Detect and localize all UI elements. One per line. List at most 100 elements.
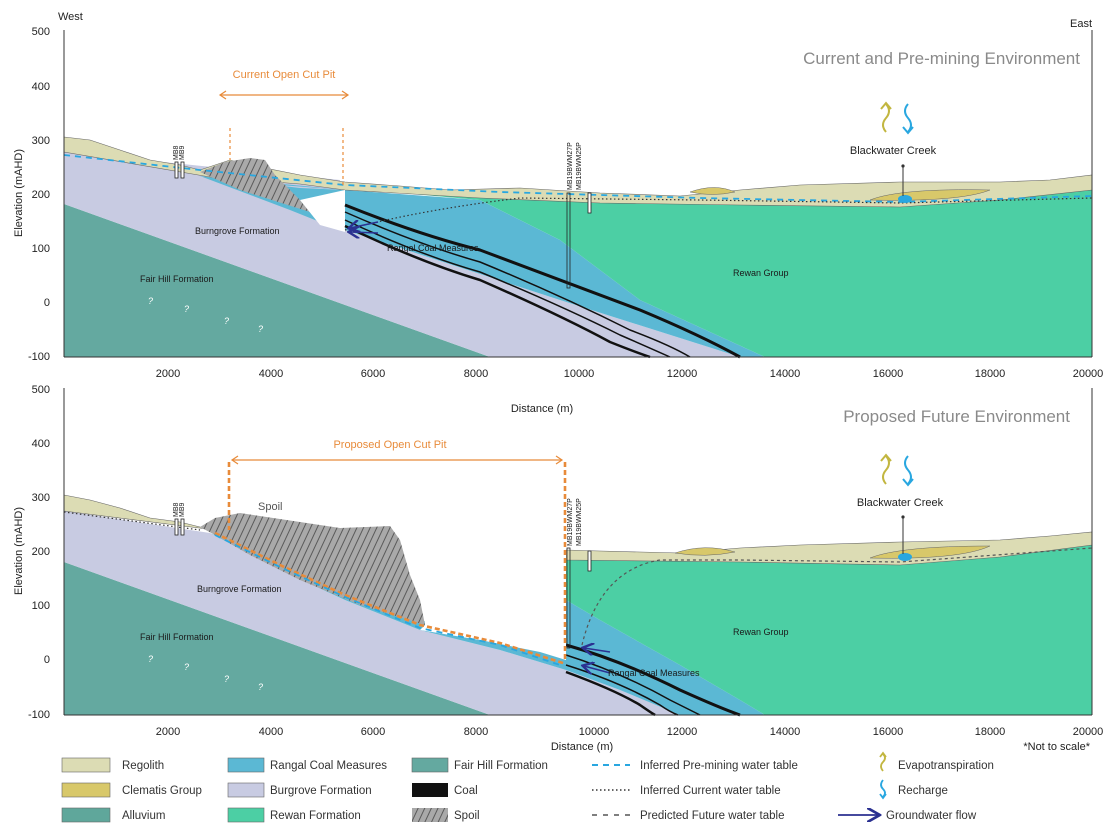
bottom-evapotranspiration-icon bbox=[880, 453, 892, 485]
bottom-label-fairhill: Fair Hill Formation bbox=[140, 632, 214, 642]
bottom-spoil-label: Spoil bbox=[258, 501, 282, 513]
top-x-tick-16000: 16000 bbox=[873, 368, 904, 380]
top-y-axis-label: Elevation (mAHD) bbox=[13, 149, 25, 237]
top-spoil-heap bbox=[200, 158, 310, 212]
top-rewan-layer bbox=[345, 188, 1092, 357]
bottom-question-mark-2: ? bbox=[184, 662, 189, 672]
west-label: West bbox=[58, 11, 83, 23]
bottom-x-tick-14000: 14000 bbox=[770, 726, 801, 738]
bottom-y-tick-500: 500 bbox=[32, 384, 50, 396]
top-creek-label: Blackwater Creek bbox=[850, 145, 937, 157]
bottom-rewan-layer bbox=[566, 545, 1092, 715]
bottom-creek-pointer-dot bbox=[901, 515, 905, 519]
bottom-bore-mb19bwm25p bbox=[587, 550, 592, 572]
top-y-tick-500: 500 bbox=[32, 26, 50, 38]
legend-label-spoil: Spoil bbox=[454, 810, 480, 822]
bottom-x-tick-10000: 10000 bbox=[579, 726, 610, 738]
top-bore-label-mb19bwm25p: MB19BWM25P bbox=[576, 142, 583, 190]
top-bore-label-mb19bwm27p: MB19BWM27P bbox=[567, 142, 574, 190]
bottom-pit-extent-arrows bbox=[230, 455, 564, 465]
top-question-mark-1: ? bbox=[148, 296, 153, 306]
top-creek-pointer-dot bbox=[901, 164, 905, 168]
bottom-bore-label-mb9: MB9 bbox=[179, 503, 186, 518]
bottom-creek-label: Blackwater Creek bbox=[857, 497, 944, 509]
top-label-burngrove: Burngrove Formation bbox=[195, 226, 280, 236]
top-coal-seams bbox=[344, 203, 741, 359]
top-question-mark-3: ? bbox=[224, 316, 229, 326]
top-x-tick-8000: 8000 bbox=[464, 368, 488, 380]
legend-label-future-wt: Predicted Future water table bbox=[640, 810, 784, 822]
top-y-tick-100: 100 bbox=[32, 243, 50, 255]
top-y-ticks: 500 400 300 200 100 0 -100 bbox=[28, 26, 50, 363]
top-premining-water-table bbox=[63, 154, 1093, 203]
legend-label-rewan: Rewan Formation bbox=[270, 810, 361, 822]
top-x-tick-18000: 18000 bbox=[975, 368, 1006, 380]
top-bore-mb19bwm25p bbox=[587, 192, 592, 214]
top-x-tick-12000: 12000 bbox=[667, 368, 698, 380]
bottom-x-ticks: 2000 4000 6000 8000 10000 12000 14000 16… bbox=[156, 726, 1104, 738]
legend: Regolith Clematis Group Alluvium Rangal … bbox=[61, 751, 994, 823]
bottom-open-pit bbox=[420, 550, 566, 660]
bottom-clematis-lens-1 bbox=[674, 547, 736, 556]
bottom-x-tick-20000: 20000 bbox=[1073, 726, 1104, 738]
top-label-rewan: Rewan Group bbox=[733, 268, 789, 278]
legend-swatch-rewan bbox=[227, 807, 265, 823]
bottom-groundwater-arrow-1 bbox=[584, 648, 611, 652]
legend-swatch-rangal bbox=[227, 757, 265, 773]
top-x-tick-14000: 14000 bbox=[770, 368, 801, 380]
bottom-predicted-water-table-east bbox=[581, 547, 1093, 646]
bottom-bore-label-mb19bwm25p: MB19BWM25P bbox=[576, 498, 583, 546]
top-x-tick-10000: 10000 bbox=[564, 368, 595, 380]
bottom-future-water-table bbox=[214, 531, 567, 666]
bottom-label-rewan: Rewan Group bbox=[733, 627, 789, 637]
bottom-y-tick-neg100: -100 bbox=[28, 709, 50, 721]
top-open-pit bbox=[300, 190, 345, 232]
bottom-premining-water-table bbox=[214, 534, 561, 666]
bottom-bore-mb8 bbox=[174, 518, 179, 536]
top-label-fairhill: Fair Hill Formation bbox=[140, 274, 214, 284]
bottom-spoil-heap bbox=[200, 513, 425, 625]
bottom-panel: Blackwater Creek MB8 MB9 MB19BWM27P MB19… bbox=[13, 384, 1103, 753]
bottom-pit-label: Proposed Open Cut Pit bbox=[333, 439, 446, 451]
bottom-question-mark-4: ? bbox=[258, 682, 263, 692]
bottom-y-tick-400: 400 bbox=[32, 438, 50, 450]
top-panel: Blackwater Creek MB8 MB9 MB19BWM27P MB19… bbox=[13, 11, 1103, 415]
legend-swatch-spoil bbox=[412, 808, 448, 822]
top-y-tick-neg100: -100 bbox=[28, 351, 50, 363]
bottom-recharge-icon bbox=[902, 455, 914, 487]
bottom-x-tick-2000: 2000 bbox=[156, 726, 180, 738]
top-evapotranspiration-icon bbox=[880, 101, 892, 133]
bottom-pit-void-upper bbox=[400, 530, 566, 575]
top-y-tick-400: 400 bbox=[32, 81, 50, 93]
legend-swatch-regolith bbox=[61, 757, 111, 773]
bottom-creek-water bbox=[898, 553, 912, 561]
top-x-tick-20000: 20000 bbox=[1073, 368, 1104, 380]
top-bore-mb9 bbox=[180, 161, 185, 179]
top-x-tick-2000: 2000 bbox=[156, 368, 180, 380]
bottom-x-tick-16000: 16000 bbox=[873, 726, 904, 738]
legend-label-alluvium: Alluvium bbox=[122, 810, 165, 822]
top-pit-extent-arrows bbox=[218, 90, 350, 100]
bottom-y-tick-200: 200 bbox=[32, 546, 50, 558]
bottom-rangal-layer bbox=[210, 533, 765, 715]
top-regolith-layer bbox=[63, 136, 1093, 208]
top-groundwater-arrow-2 bbox=[350, 232, 379, 233]
bottom-y-axis-label: Elevation (mAHD) bbox=[13, 507, 25, 595]
legend-label-evapo: Evapotranspiration bbox=[898, 760, 994, 772]
legend-swatch-clematis bbox=[61, 782, 111, 798]
top-question-mark-2: ? bbox=[184, 304, 189, 314]
bottom-bore-label-mb8: MB8 bbox=[173, 503, 180, 518]
bottom-x-tick-18000: 18000 bbox=[975, 726, 1006, 738]
bottom-y-ticks: 500 400 300 200 100 0 -100 bbox=[28, 384, 50, 721]
bottom-y-tick-100: 100 bbox=[32, 600, 50, 612]
bottom-groundwater-arrow-2 bbox=[584, 666, 611, 673]
top-bore-label-mb8: MB8 bbox=[173, 146, 180, 161]
bottom-y-tick-300: 300 bbox=[32, 492, 50, 504]
top-y-tick-300: 300 bbox=[32, 135, 50, 147]
bottom-y-tick-0: 0 bbox=[44, 654, 50, 666]
top-x-ticks: 2000 4000 6000 8000 10000 12000 14000 16… bbox=[156, 368, 1104, 380]
top-x-axis-label: Distance (m) bbox=[511, 403, 573, 415]
bottom-x-tick-8000: 8000 bbox=[464, 726, 488, 738]
top-y-tick-200: 200 bbox=[32, 189, 50, 201]
